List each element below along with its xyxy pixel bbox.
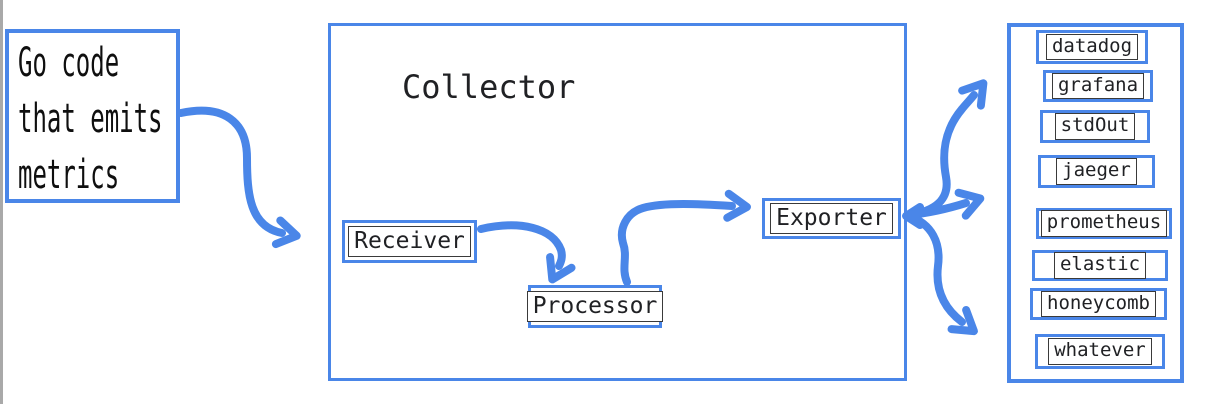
- source-text: Go code that emits metrics: [18, 35, 162, 203]
- sink-label: jaeger: [1056, 158, 1137, 185]
- arrow-exporter-to-sinks-bottom: [905, 212, 978, 336]
- receiver-box: Receiver: [342, 220, 477, 263]
- sink-label: elastic: [1053, 252, 1147, 279]
- sink-box-honeycomb: honeycomb: [1030, 288, 1167, 320]
- arrow-exporter-to-sinks-top: [905, 79, 988, 219]
- processor-label: Processor: [526, 290, 664, 323]
- sink-label: grafana: [1051, 72, 1145, 100]
- source-line-1: Go code: [18, 40, 120, 86]
- processor-box: Processor: [526, 285, 664, 328]
- sink-box-whatever: whatever: [1035, 334, 1165, 369]
- exporter-box: Exporter: [762, 198, 901, 239]
- source-box: Go code that emits metrics: [5, 29, 180, 203]
- source-line-2: that emits: [18, 96, 163, 142]
- sink-label: datadog: [1045, 33, 1139, 61]
- sink-box-datadog: datadog: [1036, 30, 1148, 64]
- sink-box-prometheus: prometheus: [1036, 208, 1172, 239]
- receiver-label: Receiver: [348, 225, 471, 258]
- sink-label: prometheus: [1040, 210, 1168, 237]
- collector-title: Collector: [402, 68, 576, 106]
- sink-box-grafana: grafana: [1043, 70, 1153, 102]
- sink-box-elastic: elastic: [1032, 250, 1168, 281]
- sink-label: stdOut: [1054, 113, 1136, 140]
- fanout-junction-wedge: [902, 203, 924, 229]
- arrow-source-to-receiver: [177, 106, 301, 249]
- source-line-3: metrics: [18, 152, 120, 198]
- arrow-exporter-to-sinks-middle: [905, 188, 985, 220]
- window-edge-line: [0, 0, 3, 404]
- sink-box-jaeger: jaeger: [1038, 155, 1155, 188]
- sink-label: whatever: [1048, 338, 1152, 365]
- exporter-label: Exporter: [770, 202, 893, 235]
- sink-column-box: datadog grafana stdOut jaeger prometheus…: [1007, 23, 1184, 383]
- sink-box-stdout: stdOut: [1040, 110, 1150, 143]
- sink-label: honeycomb: [1041, 290, 1156, 318]
